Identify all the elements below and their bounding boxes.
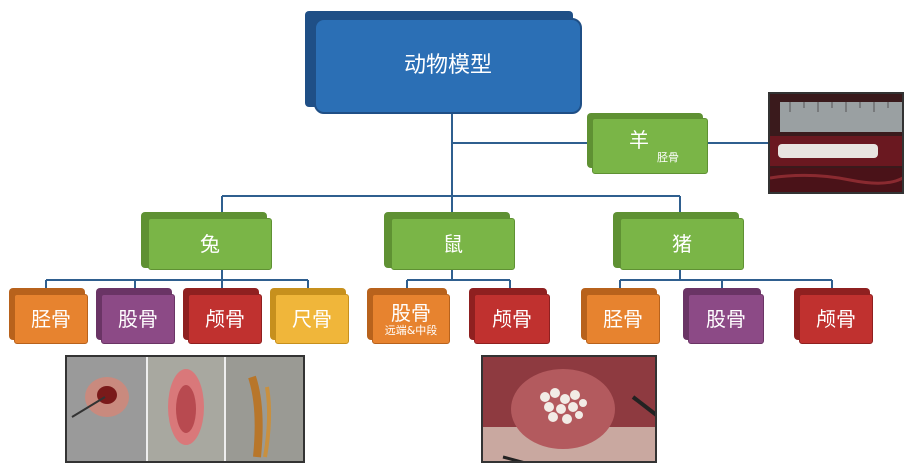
rat-femur-sub-label: 远端&中段 (385, 324, 438, 337)
rabbit-ulna-label: 尺骨 (292, 308, 332, 330)
pig-skull-label: 颅骨 (816, 308, 856, 330)
rabbit-tibia-label: 胫骨 (31, 308, 71, 330)
rabbit-skull-label: 颅骨 (205, 308, 245, 330)
rabbit-node: 兔 (148, 218, 272, 270)
rat-skull-label: 颅骨 (492, 308, 532, 330)
sheep-sub-label: 胫骨 (657, 151, 679, 164)
sheep-node: 羊 胫骨 (592, 118, 708, 174)
rat-skull-node: 颅骨 (474, 294, 550, 344)
rabbit-ulna-node: 尺骨 (275, 294, 349, 344)
rat-skull-photo (481, 355, 657, 463)
rat-label: 鼠 (443, 233, 463, 255)
root-node: 动物模型 (314, 18, 582, 114)
rabbit-photo-image (67, 357, 305, 463)
sheep-label: 羊 (629, 129, 649, 151)
pig-node: 猪 (620, 218, 744, 270)
sheep-tibia-photo (768, 92, 904, 194)
rabbit-skull-node: 颅骨 (188, 294, 262, 344)
rabbit-femur-node: 股骨 (101, 294, 175, 344)
pig-tibia-label: 胫骨 (603, 308, 643, 330)
root-label: 动物模型 (404, 55, 492, 77)
rabbit-femur-label: 股骨 (118, 308, 158, 330)
pig-femur-label: 股骨 (706, 308, 746, 330)
rat-femur-node: 股骨 远端&中段 (372, 294, 450, 344)
rabbit-tibia-node: 胫骨 (14, 294, 88, 344)
rat-femur-label: 股骨 (391, 302, 431, 324)
rat-node: 鼠 (391, 218, 515, 270)
rabbit-surgery-photos (65, 355, 305, 463)
pig-label: 猪 (672, 233, 692, 255)
rat-photo-image (483, 357, 657, 463)
sheep-photo-image (770, 94, 904, 194)
pig-femur-node: 股骨 (688, 294, 764, 344)
rabbit-label: 兔 (200, 233, 220, 255)
pig-tibia-node: 胫骨 (586, 294, 660, 344)
pig-skull-node: 颅骨 (799, 294, 873, 344)
